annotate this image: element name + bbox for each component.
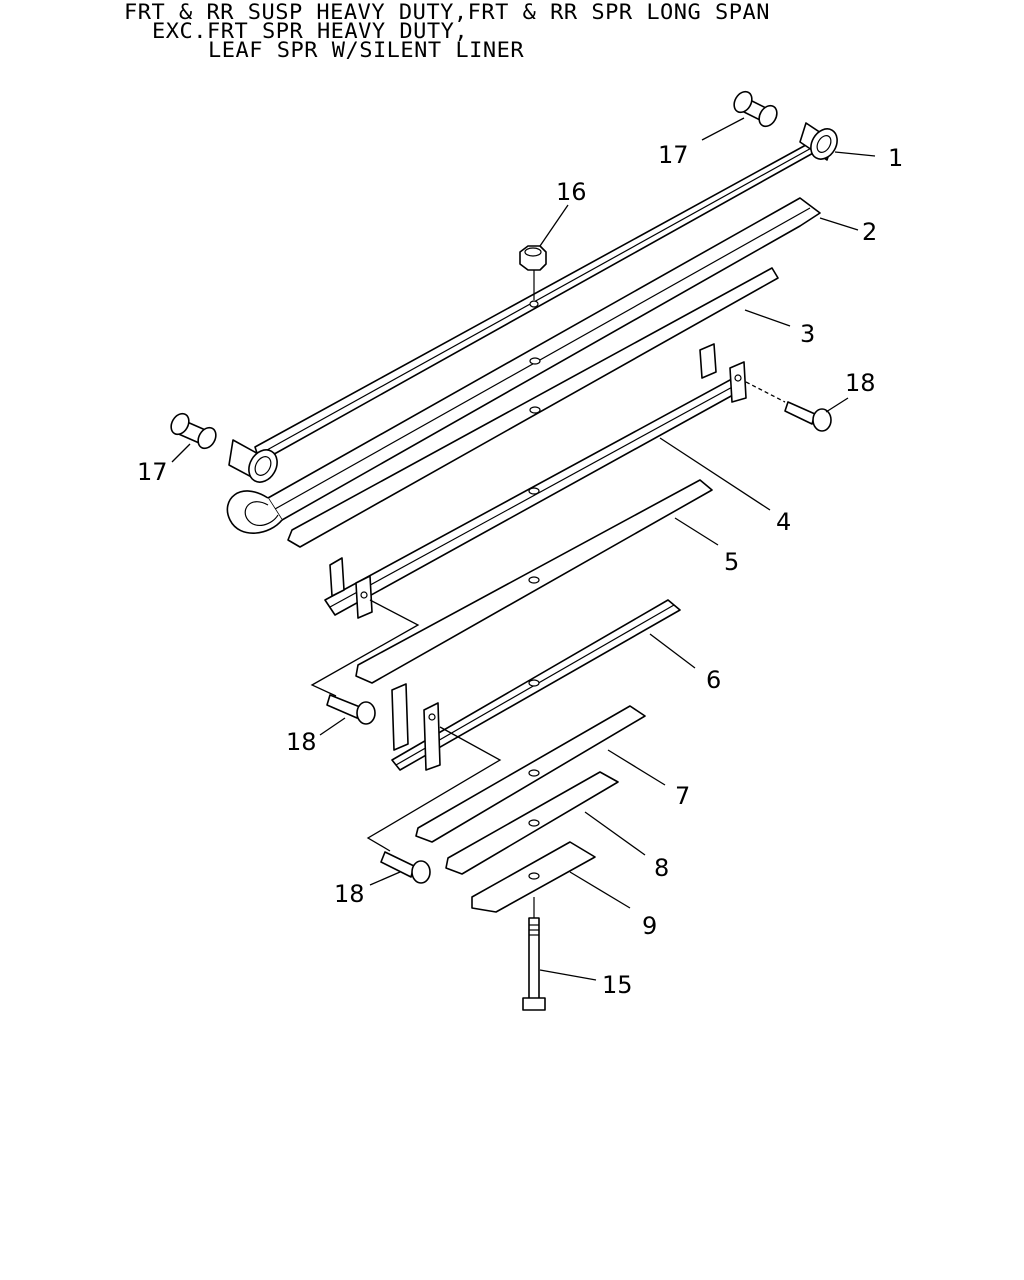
leader-17-front [701, 117, 745, 141]
part-8-leaf [445, 771, 619, 875]
leader-2 [819, 217, 859, 231]
callout-6: 6 [706, 666, 721, 694]
leader-5 [674, 517, 719, 546]
header-line-3: LEAF SPR W/SILENT LINER [208, 39, 525, 63]
leader-18-lower [369, 871, 401, 886]
part-7-leaf [415, 705, 646, 843]
part-17-bushing-rear [170, 412, 217, 450]
callout-18-upper: 18 [845, 369, 876, 397]
leader-15 [539, 969, 597, 981]
front-eye [799, 122, 838, 161]
part-18-bolt-lower [380, 851, 431, 884]
leader-4 [659, 437, 771, 511]
diagram-header: FRT & RR SUSP HEAVY DUTY,FRT & RR SPR LO… [124, 1, 771, 63]
header-line-1: FRT & RR SUSP HEAVY DUTY,FRT & RR SPR LO… [124, 1, 771, 25]
callout-7: 7 [675, 782, 690, 810]
part-16-nut [519, 245, 547, 308]
callout-1: 1 [888, 144, 903, 172]
leader-3 [744, 309, 791, 327]
leader-7 [607, 749, 666, 786]
part-3-leaf [287, 267, 779, 548]
part-5-leaf [355, 479, 713, 684]
leader-18-upper [825, 397, 849, 413]
callout-9: 9 [642, 912, 657, 940]
part-15-center-bolt [522, 897, 546, 1011]
part-6-leaf-with-clips [391, 599, 681, 771]
leader-17-rear [171, 443, 191, 463]
callout-16: 16 [556, 178, 587, 206]
callout-17-front: 17 [658, 141, 689, 169]
leader-6 [649, 633, 696, 669]
part-9-spacer [471, 841, 596, 913]
callout-4: 4 [776, 508, 791, 536]
callout-18-middle: 18 [286, 728, 317, 756]
leader-8 [584, 811, 646, 856]
leader-1 [834, 151, 876, 157]
callout-8: 8 [654, 854, 669, 882]
part-2-second-leaf [226, 197, 821, 534]
connector-line-lower-clip [366, 726, 502, 852]
callout-15: 15 [602, 971, 633, 999]
callout-2: 2 [862, 218, 877, 246]
callout-5: 5 [724, 548, 739, 576]
connector-line-upper-clip [310, 599, 420, 697]
part-4-leaf-with-clips [324, 343, 747, 619]
callout-18-lower: 18 [334, 880, 365, 908]
callout-17-rear: 17 [137, 458, 168, 486]
callout-3: 3 [800, 320, 815, 348]
leader-9 [569, 871, 631, 909]
part-17-bushing-front [733, 90, 778, 128]
leader-16 [539, 204, 569, 247]
part-18-bolt-upper [745, 381, 832, 432]
leader-18-middle [319, 717, 346, 736]
header-line-2: EXC.FRT SPR HEAVY DUTY, [152, 20, 469, 44]
part-18-bolt-middle [326, 694, 376, 725]
rear-eye [228, 439, 278, 483]
